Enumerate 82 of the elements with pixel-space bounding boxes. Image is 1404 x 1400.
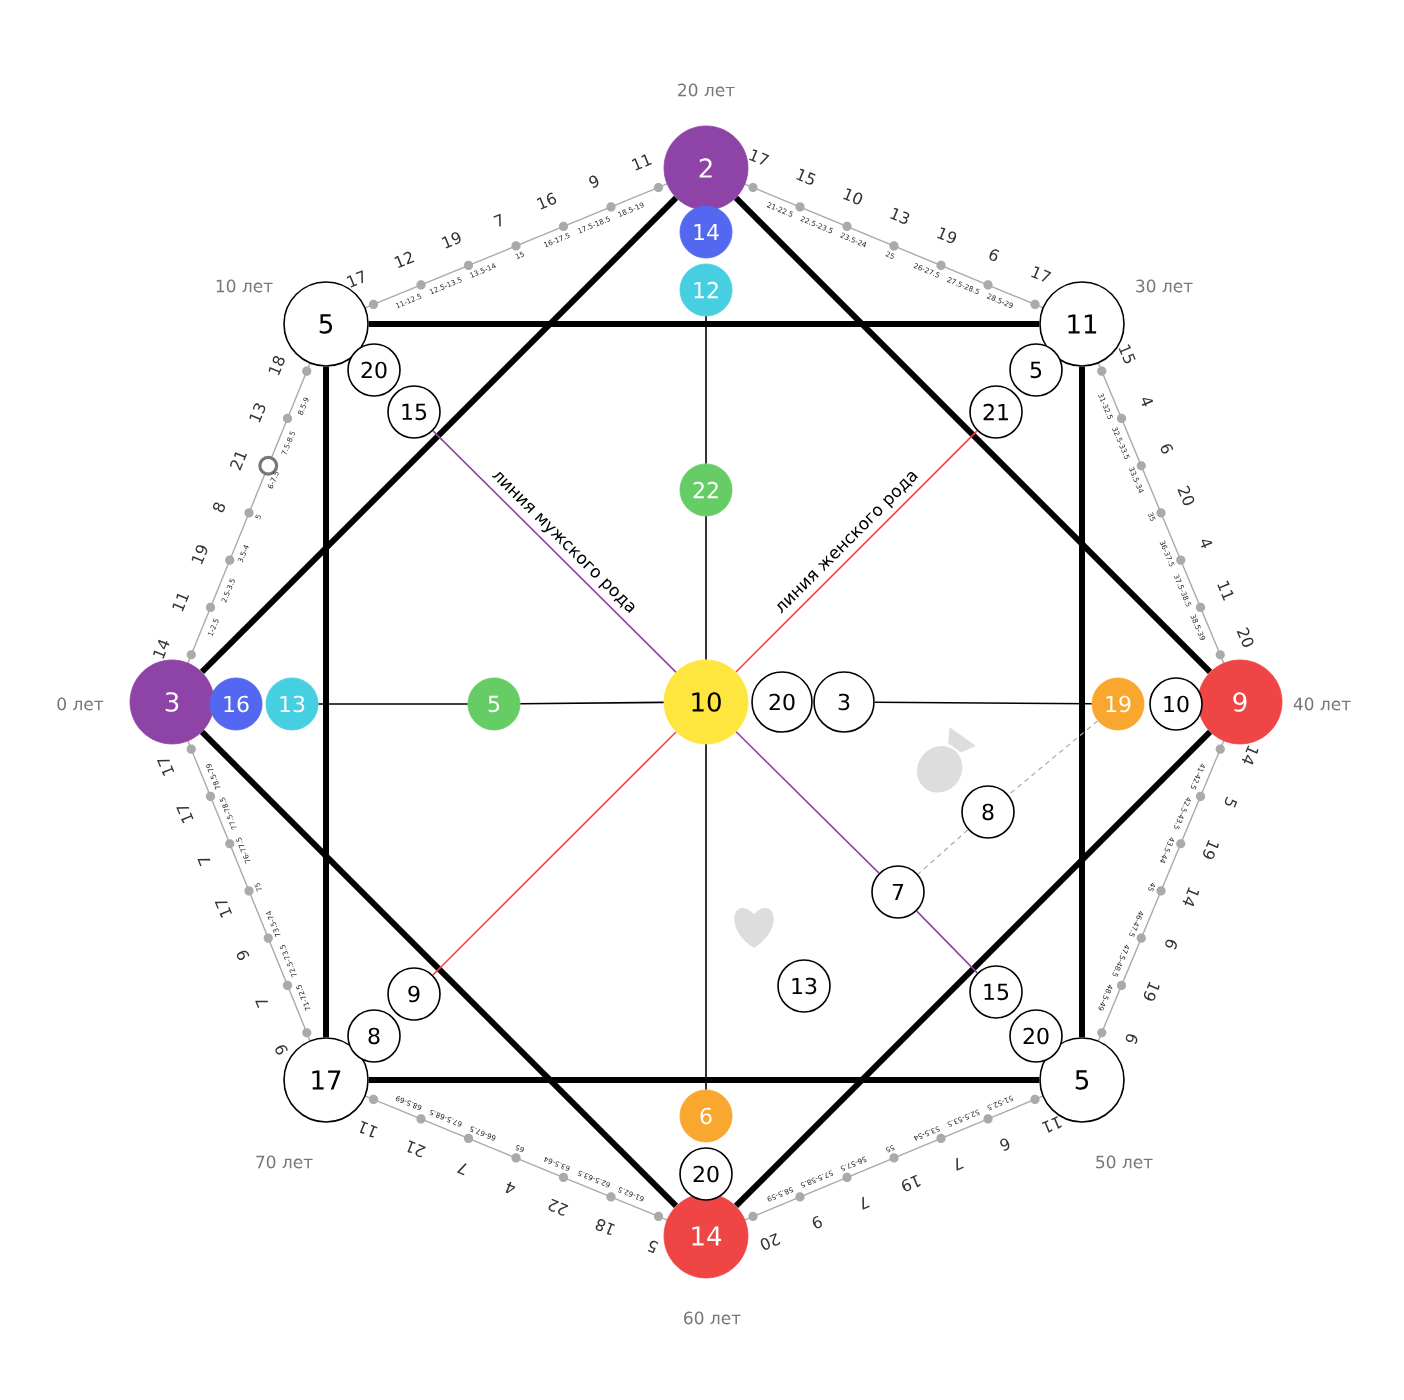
age-number: 19 bbox=[937, 227, 957, 244]
age-number: 20 bbox=[1236, 627, 1254, 647]
age-number: 7 bbox=[493, 213, 501, 227]
matrix-line bbox=[1079, 366, 1085, 1038]
matrix-line bbox=[917, 829, 969, 875]
age-number: 17 bbox=[749, 149, 770, 165]
age-number: 9 bbox=[275, 1045, 288, 1055]
age-number: 7 bbox=[862, 1196, 870, 1210]
age-number: 17 bbox=[157, 759, 175, 776]
matrix-line bbox=[915, 910, 979, 974]
age-label: 70 лет bbox=[256, 1155, 313, 1169]
age-number: 5 bbox=[647, 1240, 659, 1254]
matrix-line bbox=[317, 703, 469, 705]
matrix-line bbox=[735, 430, 978, 673]
matrix-line bbox=[1008, 720, 1099, 796]
age-number: 4 bbox=[505, 1181, 516, 1194]
age-number: 12 bbox=[394, 251, 415, 269]
age-number: 21 bbox=[230, 452, 247, 471]
age-number: 19 bbox=[441, 232, 461, 249]
age-number: 19 bbox=[191, 545, 208, 565]
age-number: 21 bbox=[407, 1140, 426, 1158]
matrix-line bbox=[432, 430, 677, 673]
age-number: 13 bbox=[249, 403, 266, 423]
age-number: 19 bbox=[1203, 839, 1219, 859]
matrix-line bbox=[519, 701, 665, 705]
matrix-line bbox=[323, 366, 329, 1038]
age-number: 6 bbox=[1165, 939, 1177, 950]
age-number: 7 bbox=[255, 1000, 269, 1009]
age-label: 40 лет bbox=[1293, 697, 1351, 711]
age-number: 4 bbox=[1201, 539, 1213, 549]
age-number: 14 bbox=[153, 639, 170, 659]
age-label: 30 лет bbox=[1136, 279, 1193, 293]
age-number: 19 bbox=[902, 1174, 921, 1192]
matrix-line bbox=[705, 515, 707, 661]
age-number: 14 bbox=[1182, 887, 1200, 907]
age-number: 7 bbox=[197, 858, 211, 867]
age-number: 16 bbox=[536, 192, 557, 210]
matrix-line bbox=[368, 1076, 1040, 1083]
age-number: 14 bbox=[1241, 745, 1259, 765]
age-number: 6 bbox=[1125, 1034, 1138, 1044]
age-label: 60 лет bbox=[684, 1311, 741, 1325]
matrix-line bbox=[874, 701, 1093, 705]
age-number: 19 bbox=[1143, 981, 1160, 1001]
age-number: 11 bbox=[631, 154, 652, 171]
age-number: 6 bbox=[989, 249, 1000, 261]
age-number: 5 bbox=[1224, 796, 1238, 808]
age-number: 20 bbox=[1177, 485, 1195, 506]
age-number: 20 bbox=[760, 1233, 781, 1250]
age-number: 9 bbox=[236, 950, 250, 960]
matrix-line bbox=[735, 731, 880, 874]
age-number: 7 bbox=[457, 1163, 467, 1176]
age-number: 7 bbox=[956, 1157, 964, 1171]
age-label: 50 лет bbox=[1096, 1155, 1153, 1169]
matrix-line bbox=[733, 195, 1213, 675]
age-number: 4 bbox=[1141, 398, 1154, 407]
age-label: 0 лет bbox=[57, 697, 104, 711]
age-number: 13 bbox=[890, 207, 910, 224]
matrix-line bbox=[199, 195, 679, 675]
age-number: 17 bbox=[214, 901, 232, 918]
age-number: 8 bbox=[212, 502, 225, 513]
age-number: 18 bbox=[595, 1219, 615, 1236]
age-number: 9 bbox=[812, 1215, 822, 1229]
age-number: 9 bbox=[589, 175, 599, 188]
matrix-line bbox=[733, 729, 1213, 1209]
matrix-line bbox=[432, 731, 677, 976]
age-number: 11 bbox=[1217, 580, 1234, 601]
age-number: 18 bbox=[268, 355, 285, 376]
matrix-line bbox=[705, 743, 707, 1091]
matrix-line bbox=[705, 315, 707, 465]
age-number: 17 bbox=[176, 806, 194, 824]
age-number: 11 bbox=[172, 593, 190, 612]
age-number: 6 bbox=[1000, 1138, 1010, 1151]
age-label: 10 лет bbox=[216, 279, 273, 293]
age-number: 15 bbox=[796, 168, 816, 185]
age-number: 11 bbox=[359, 1120, 378, 1138]
age-number: 17 bbox=[1031, 266, 1052, 282]
age-number: 10 bbox=[843, 188, 863, 205]
age-number: 22 bbox=[548, 1198, 569, 1216]
age-label: 20 лет bbox=[678, 83, 735, 97]
matrix-line bbox=[199, 729, 679, 1209]
matrix-line bbox=[368, 320, 1040, 327]
age-number: 6 bbox=[1160, 444, 1174, 454]
